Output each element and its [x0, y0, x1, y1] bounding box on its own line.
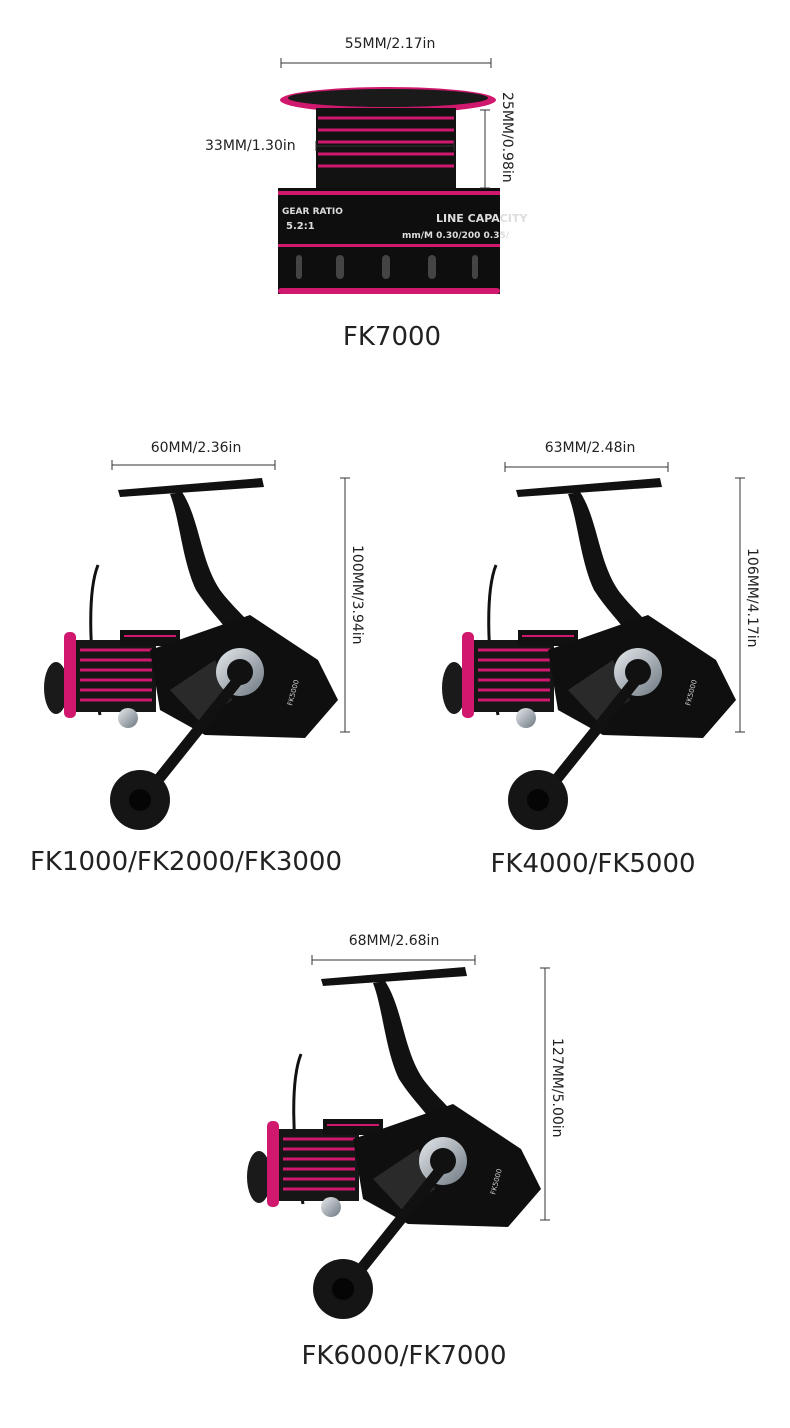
spool-inner-diameter-label: 33MM/1.30in: [205, 138, 296, 154]
reel-2-models-label: FK4000/FK5000: [490, 849, 695, 879]
reel-1-width-label: 60MM/2.36in: [151, 440, 242, 456]
line-capacity-value: mm/M 0.30/200 0.35/: [402, 231, 510, 241]
reel-3-image: [247, 967, 541, 1319]
spool-height-label: 25MM/0.98in: [499, 92, 515, 183]
reel-3-height-label: 127MM/5.00in: [549, 1038, 565, 1138]
reel-2-height-dimension: 106MM/4.17in: [735, 477, 760, 733]
reel-2-image: [442, 478, 736, 830]
spool-inner-dimension: 33MM/1.30in: [205, 138, 455, 154]
reel-1-height-label: 100MM/3.94in: [349, 545, 365, 645]
reel-3-section: 68MM/2.68in FK5000 127MM/5.00in FK6000/F…: [247, 933, 565, 1371]
reel-2-width-label: 63MM/2.48in: [545, 440, 636, 456]
gear-ratio-text: GEAR RATIO: [282, 207, 343, 217]
reel-1-section: 60MM/2.36in FK5000 100MM/3.94in FK1000/F…: [30, 440, 365, 877]
spool-width-dimension: 55MM/2.17in: [280, 36, 492, 68]
reel-1-image: [44, 478, 338, 830]
reel-1-height-dimension: 100MM/3.94in: [340, 477, 365, 733]
reel-1-width-dimension: 60MM/2.36in: [111, 440, 276, 470]
spool-height-dimension: 25MM/0.98in: [480, 92, 515, 189]
spool-image: GEAR RATIO 5.2:1 LINE CAPACITY mm/M 0.30…: [278, 87, 528, 294]
reel-2-section: 63MM/2.48in FK5000 106MM/4.17in FK4000/F…: [442, 440, 760, 879]
spool-section: 55MM/2.17in GEAR RATIO 5.2:1 LINE CAPACI…: [205, 36, 528, 352]
reel-3-height-dimension: 127MM/5.00in: [540, 967, 565, 1221]
reel-2-height-label: 106MM/4.17in: [744, 548, 760, 648]
reel-3-width-dimension: 68MM/2.68in: [311, 933, 476, 965]
reel-3-models-label: FK6000/FK7000: [301, 1341, 506, 1371]
gear-ratio-value: 5.2:1: [286, 221, 315, 232]
reel-2-width-dimension: 63MM/2.48in: [504, 440, 669, 472]
spool-model-label: FK7000: [343, 322, 441, 352]
reel-3-width-label: 68MM/2.68in: [349, 933, 440, 949]
line-capacity-text: LINE CAPACITY: [436, 212, 528, 225]
reel-1-models-label: FK1000/FK2000/FK3000: [30, 847, 342, 877]
spool-diameter-label: 55MM/2.17in: [345, 36, 436, 52]
